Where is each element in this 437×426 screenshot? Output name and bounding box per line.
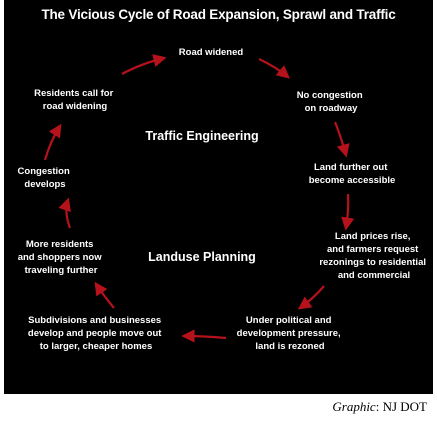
node-congestion: Congestion develops bbox=[18, 166, 73, 190]
diagram-panel: Traffic Engineering Landuse Planning Roa… bbox=[4, 30, 433, 394]
arrow-to-land-prices bbox=[341, 193, 355, 231]
traffic-engineering-label: Traffic Engineering bbox=[145, 129, 258, 143]
node-more-residents: More residents and shoppers now travelin… bbox=[18, 239, 105, 276]
figure-title: The Vicious Cycle of Road Expansion, Spr… bbox=[4, 0, 433, 52]
node-no-congestion: No congestion on roadway bbox=[297, 90, 366, 114]
landuse-planning-label: Landuse Planning bbox=[148, 250, 256, 264]
node-subdivisions: Subdivisions and businesses develop and … bbox=[28, 315, 164, 352]
node-residents-call: Residents call for road widening bbox=[34, 88, 116, 112]
arrow-to-rezoned bbox=[297, 285, 325, 310]
cycle-diagram: Traffic Engineering Landuse Planning Roa… bbox=[18, 47, 428, 352]
arrow-to-congestion bbox=[58, 197, 72, 229]
node-road-widened: Road widened bbox=[179, 47, 244, 58]
node-land-accessible: Land further out become accessible bbox=[309, 162, 396, 186]
credit-prefix: Graphic bbox=[332, 399, 376, 414]
arrow-to-road-widened bbox=[121, 54, 167, 75]
arrow-to-no-congestion bbox=[258, 58, 291, 79]
arrow-to-land-accessible bbox=[333, 121, 350, 158]
credit-suffix: : NJ DOT bbox=[375, 399, 427, 414]
graphic-credit: Graphic: NJ DOT bbox=[332, 399, 427, 415]
arrow-to-more-residents bbox=[94, 281, 115, 309]
node-rezoned: Under political and development pressure… bbox=[237, 315, 344, 352]
node-land-prices: Land prices rise, and farmers request re… bbox=[319, 231, 428, 281]
arrow-to-subdivisions bbox=[181, 329, 227, 343]
arrow-to-residents-call bbox=[43, 123, 62, 161]
